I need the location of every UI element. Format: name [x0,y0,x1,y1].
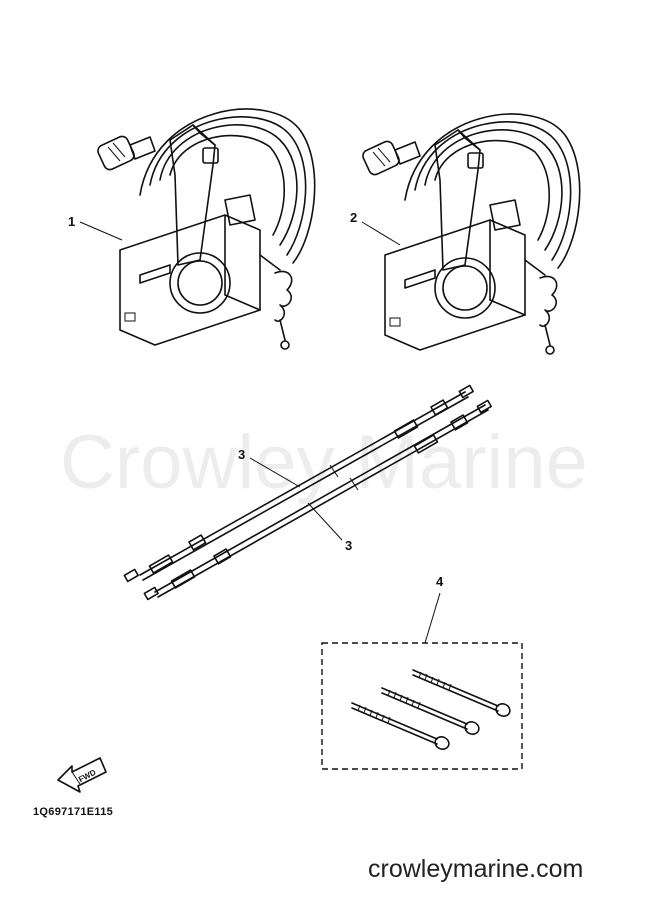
bolt-kit-box [321,642,523,770]
leader-line-3b [307,502,343,541]
watermark: Crowley Marine [60,420,588,505]
fwd-arrow-icon [57,757,107,793]
callout-3b: 3 [345,538,352,553]
leader-line-1 [79,221,123,241]
diagram-code: 1Q697171E115 [33,806,114,818]
callout-1: 1 [68,214,75,229]
remote-control-left [95,108,316,350]
leader-line-3a [249,457,301,488]
website-watermark: crowleymarine.com [368,855,584,883]
callout-3a: 3 [238,447,245,462]
callout-2: 2 [350,210,357,225]
leader-line-4 [424,592,441,644]
leader-line-2 [361,221,401,246]
control-cables [123,384,492,601]
bolt-1 [412,669,513,719]
remote-control-right [360,113,581,355]
bolt-2 [381,687,482,737]
callout-4: 4 [436,574,444,589]
